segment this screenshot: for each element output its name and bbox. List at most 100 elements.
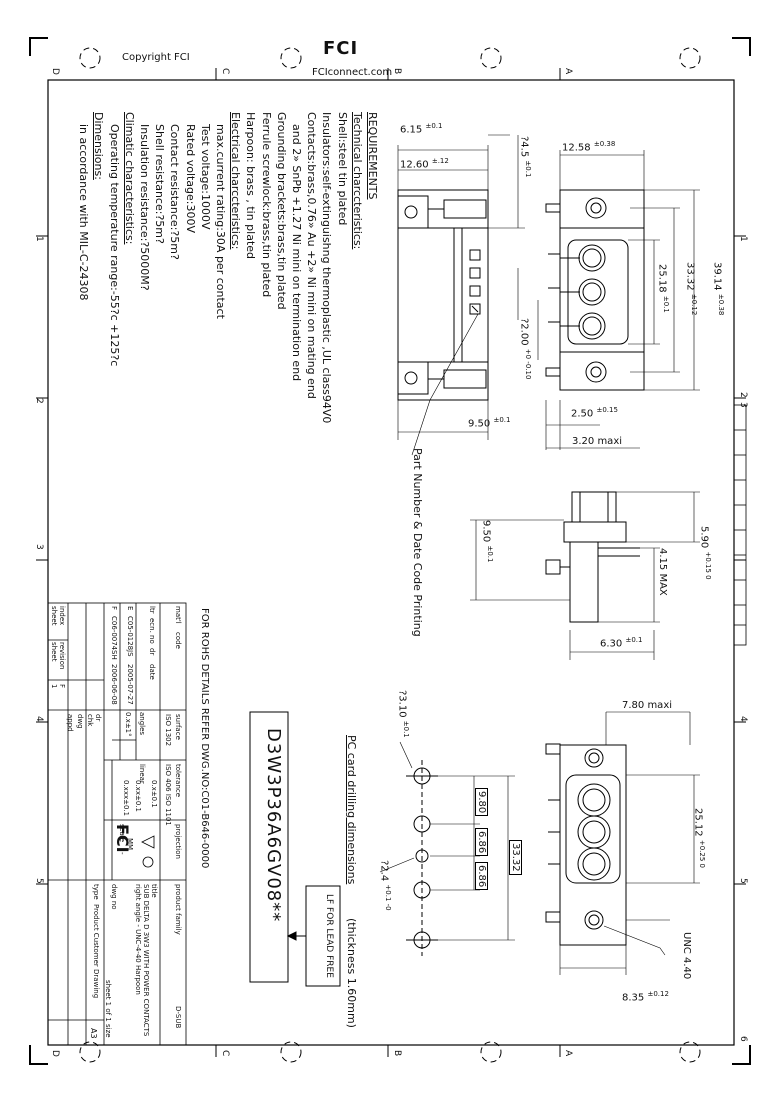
tb-sheet: sheet 1 of 1 [104,980,112,1022]
zone-bottom-c: C [220,1050,230,1057]
tb-dwg-lbl: dwg [76,714,84,729]
top-view-dims [470,491,700,660]
front-view-dims [559,711,700,975]
fci-logo: FCI [323,38,359,59]
tb-row-e-date: 2005-07-27 [126,664,134,705]
zone-right-5: 5 [738,878,748,884]
tb-row-e-dr: JS [126,650,134,657]
pc-card-note: PC card drilling dimensions [345,735,358,885]
zone-left-1: 1 [34,236,44,242]
req-line: Grounding brackets:brass,tin plated [274,112,288,310]
tb-row-f-ecn: C06-0074 [110,616,118,651]
tb-tolerance: tolerance [174,764,182,798]
req-line: Shell resistance:?5m? [153,124,167,244]
zone-left-2: 2 [34,398,44,404]
dim-9-50-b: 9.50 ±0.1 [480,520,494,563]
tb-tol-c: 0.xx±0.1 [134,780,142,812]
zone-right-6: 6 [738,1036,748,1042]
zone-top-b: B [392,68,402,75]
dim-3-20: 3.20 maxi [572,436,623,447]
drill-dims [379,741,515,941]
zone-left-4: 4 [34,716,44,722]
tb-angles: angles [138,712,146,736]
tb-title-line1: SUB DELTA D 3W3 WITH POWER CONTACTS [142,884,150,1037]
dim-8-35: 8.35 ±0.12 [622,990,669,1004]
req-line: Shell:steel tin plated [335,112,349,226]
dim-39-14: 39.14 ±0.38 [711,262,725,316]
dim-6-30: 6.30 ±0.1 [600,636,643,650]
part-number-note: Part Number & Date Code Printing [411,448,424,637]
requirements-block: REQUIREMENTS Technical charccteristics: … [76,112,380,423]
dim-6-86-a: 6.86 [475,828,488,857]
tb-size-label: size [104,1024,112,1038]
tb-rev-value: F [58,684,66,689]
side-view-dims [397,134,525,456]
tb-iso1302: ISO 1302 [164,714,172,747]
thickness-note: (thickness 1.60mm) [345,918,358,1028]
dim-4-15: 4.15 MAX [657,548,668,596]
label-boxes [249,711,341,987]
req-line: Insulation resistance:?5000M? [137,124,151,291]
end-view-dims [537,150,700,450]
zone-top-a: A [563,68,573,75]
dim-3-10: ?3.10 ±0.1 [396,690,410,738]
tb-ecn: ecn. no [148,618,156,644]
req-line: in accordance with MIL-C-24308 [77,124,91,301]
tb-index-label: index [58,606,66,626]
req-line: Insulators:self-extinguishng thermoplast… [320,112,334,424]
dim-12-60: 12.60 ±.12 [400,157,449,171]
tb-title-line2: right angle - UNC-4-40 Harpoon [134,884,142,995]
tb-row-e-ecn: C05-0128 [126,616,134,651]
rohs-note: FOR ROHS DETAILS REFER DWG.NO:C01-B646-0… [199,608,210,869]
tb-code: code [174,632,182,649]
tb-row-e: E [126,606,134,611]
tb-date: date [148,664,156,680]
req-line: Test voltage:1000V [198,124,212,230]
dim-33-32: 33.32 ±0.12 [684,262,698,316]
dim-12-58: 12.58 ±0.38 [562,140,616,154]
copyright-text: Copyright FCI [122,52,190,63]
lead-free-note: LF FOR LEAD FREE [324,894,334,978]
zone-top-d: D [50,68,60,75]
tb-rev-label: revision [58,642,66,670]
tb-size-value: A3 [89,1028,98,1039]
zone-right-2: 2 [738,392,748,398]
dim-4-5: ?4.5 ±0.1 [518,136,532,178]
tb-tol-d: 0.xxx±0.1 [122,780,130,817]
req-line: Operating temperature range:-55?c +125?c [107,124,121,367]
zone-ticks [36,68,746,1057]
tb-tol-b: 0.x±0.1 [150,780,158,808]
tb-sheet-value-label: sheet [50,642,58,662]
registration-circles [79,47,701,1063]
side-scale [733,404,747,646]
tb-iso406: ISO 406 ISO 1101 [164,764,172,826]
requirements-title: REQUIREMENTS [366,112,379,200]
req-line: Rated voltage:300V [183,124,197,234]
zone-left-5: 5 [34,878,44,884]
req-line: max.current rating:30A per contact [213,124,227,319]
tb-dr: dr [148,648,156,656]
side-view [397,189,489,401]
tb-chk-lbl: chk [86,714,94,727]
tb-row-f-date: 2006-06-08 [110,664,118,705]
tb-surface: surface [174,714,182,740]
dim-25-18: 25.18 ±0.1 [656,264,670,313]
dim-6-86-b: 6.86 [475,862,488,891]
tb-title-label: title [150,884,158,898]
tb-dr-lbl: dr [94,714,102,722]
zone-left-3: 3 [34,544,44,550]
req-line: Climatic characteristics: [122,112,136,245]
tb-sheet-value: 1 [50,684,58,689]
tb-type-label: type [92,884,100,900]
corner-marks [29,37,751,1065]
dim-9-50: 9.50 ±0.1 [468,416,511,430]
drill-pattern [406,760,438,956]
tb-tol-a: 0.x±1° [124,712,132,737]
top-view [545,491,640,623]
tb-product-family: product family [174,884,182,935]
req-line: Dimensions: [92,112,106,180]
tb-matl: mat'l [174,606,182,624]
zone-bottom-b: B [392,1050,402,1057]
zone-right-4: 4 [738,716,748,722]
